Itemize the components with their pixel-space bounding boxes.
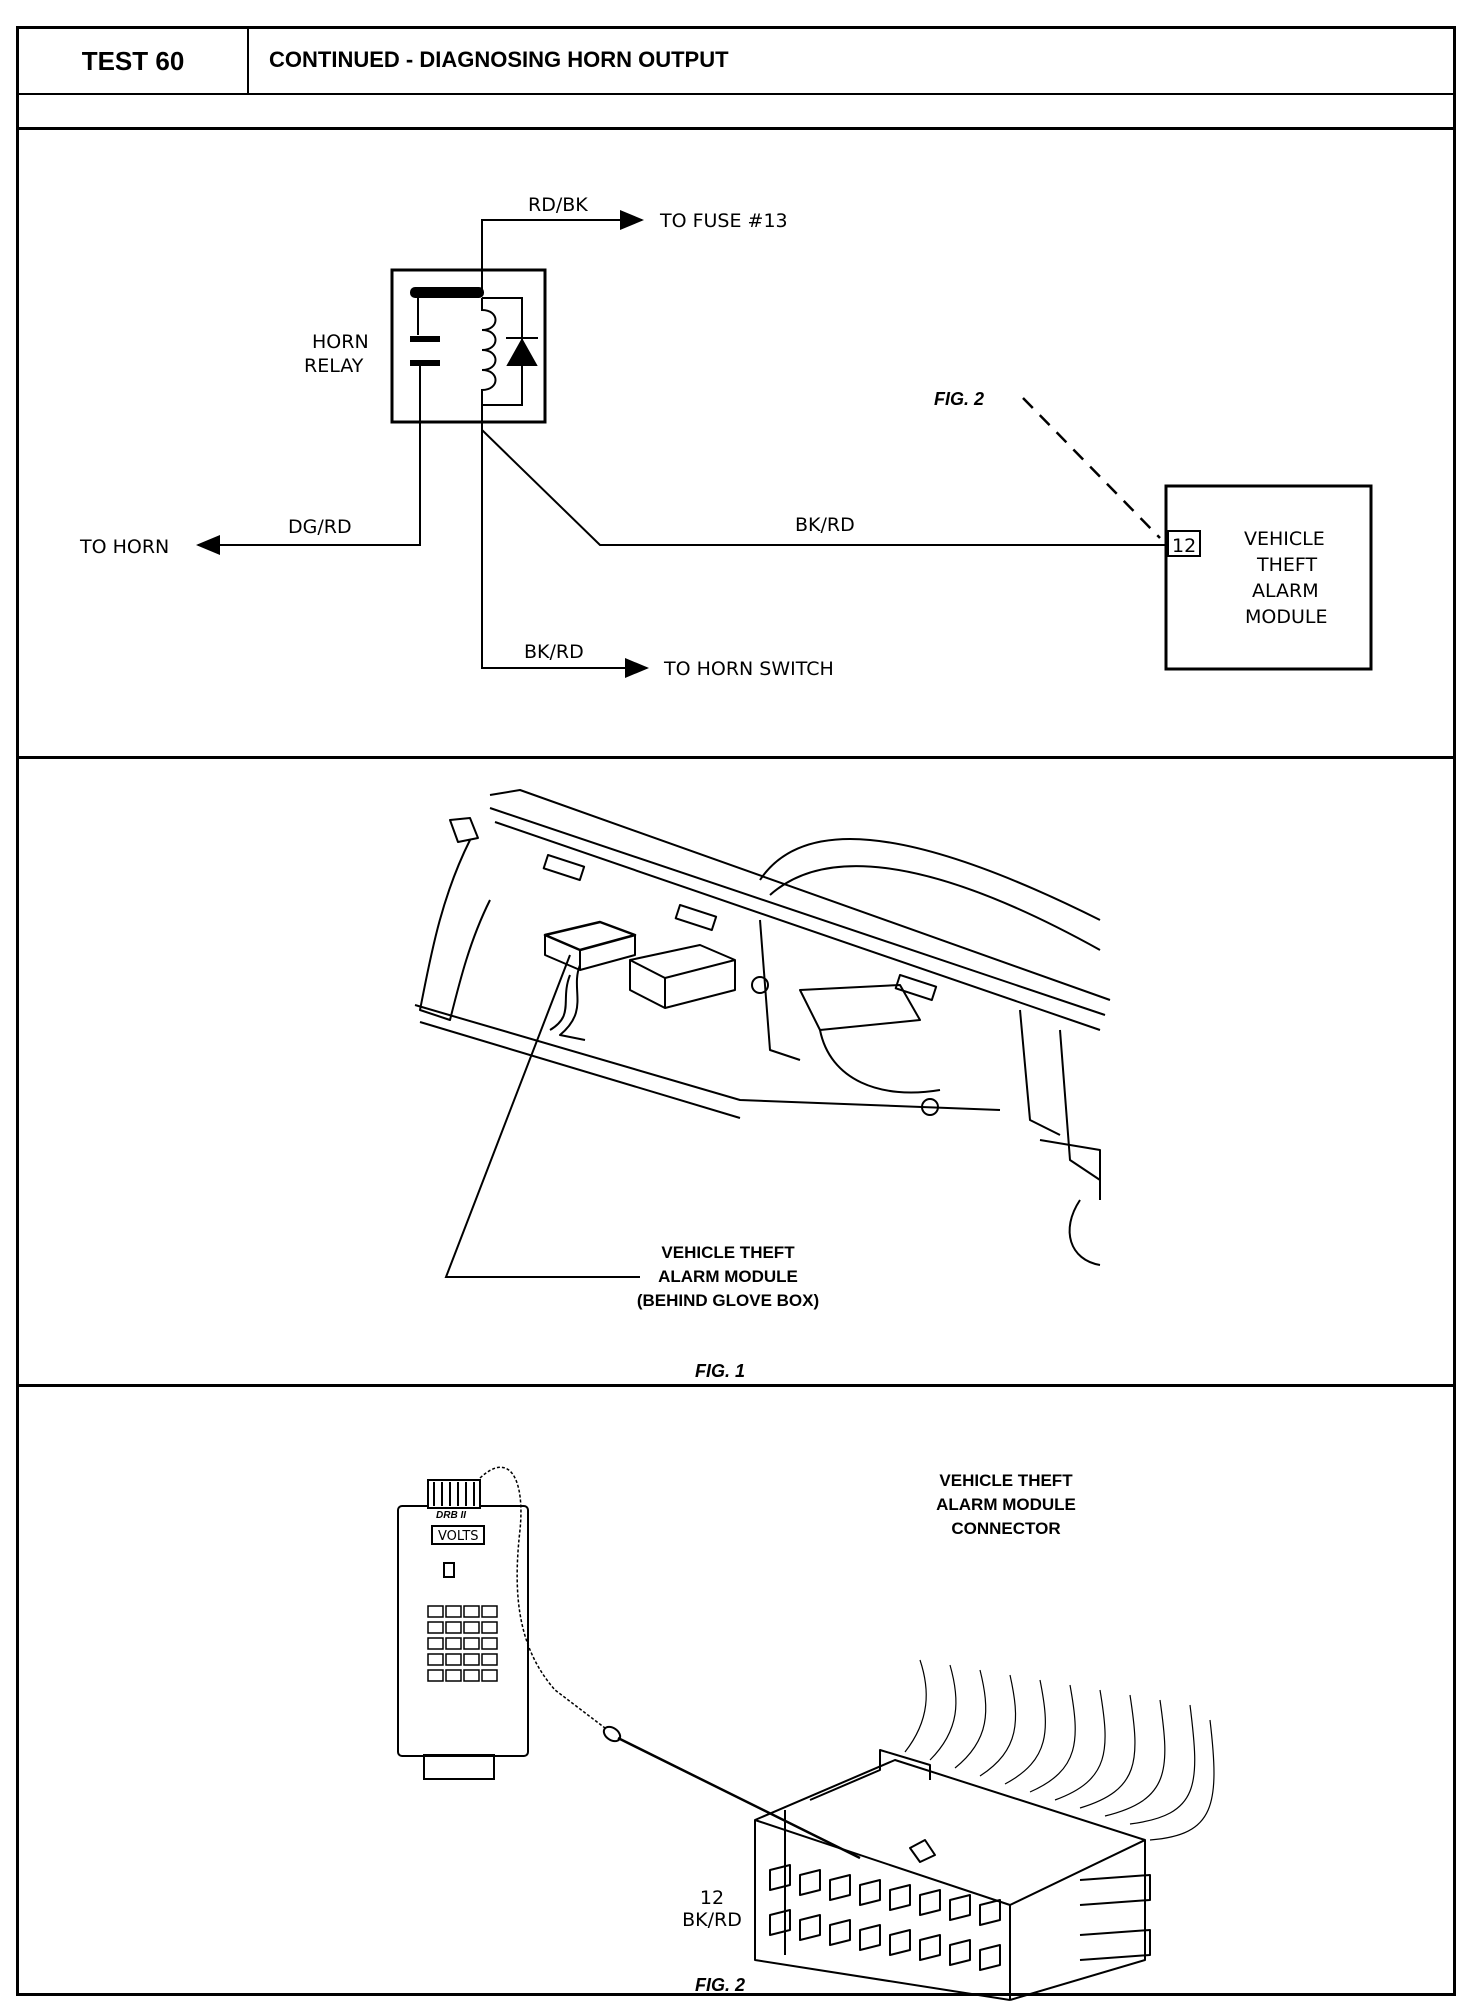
module-connector xyxy=(754,1749,1151,2001)
section-divider-2 xyxy=(19,1384,1453,1387)
callout-leader xyxy=(444,954,640,1278)
fig1-caption: FIG. 1 xyxy=(695,1361,745,1381)
probe-wire xyxy=(617,1736,861,1860)
module-label-line2: THEFT xyxy=(1256,554,1317,576)
drb-tester xyxy=(397,1479,529,1780)
test-number: TEST 60 xyxy=(19,29,249,93)
fig1-callout-line1: VEHICLE THEFT xyxy=(661,1243,795,1262)
to-horn-switch-label: TO HORN SWITCH xyxy=(663,658,834,680)
section-divider-1 xyxy=(19,756,1453,759)
theft-alarm-module-box xyxy=(1164,484,1373,671)
dashboard-illustration xyxy=(414,789,1111,1266)
connector-title-line2: ALARM MODULE xyxy=(936,1495,1076,1514)
relay-label-line2: RELAY xyxy=(304,355,364,377)
module-label-line1: VEHICLE xyxy=(1244,528,1325,550)
probe-lead xyxy=(479,1466,606,1729)
connector-wire-bundle xyxy=(904,1659,1215,1841)
wire-label-dg-rd: DG/RD xyxy=(288,516,352,538)
wire-label-bk-rd-module: BK/RD xyxy=(795,514,855,536)
relay-label-line1: HORN xyxy=(312,331,369,353)
wire-label-rd-bk: RD/BK xyxy=(528,194,588,216)
to-fuse-label: TO FUSE #13 xyxy=(659,210,788,232)
page-frame: TEST 60 CONTINUED - DIAGNOSING HORN OUTP… xyxy=(16,26,1456,1996)
test-header: TEST 60 CONTINUED - DIAGNOSING HORN OUTP… xyxy=(19,29,1453,95)
fig2-caption: FIG. 2 xyxy=(695,1975,745,1995)
module-label-line3: ALARM xyxy=(1252,580,1319,602)
to-horn-label: TO HORN xyxy=(79,536,169,558)
tester-display-label: VOLTS xyxy=(438,1529,479,1544)
pin-12-label: 12 xyxy=(1172,535,1196,557)
test-title: CONTINUED - DIAGNOSING HORN OUTPUT xyxy=(269,47,729,72)
tester-display xyxy=(431,1525,485,1545)
fig1-callout-line2: ALARM MODULE xyxy=(658,1267,798,1286)
wire-label-bk-rd-switch: BK/RD xyxy=(524,641,584,663)
fig2-pin-label: 12 xyxy=(700,1887,724,1909)
pin-12-box xyxy=(1167,530,1201,557)
module-label-line4: MODULE xyxy=(1245,606,1327,628)
fig2-wire-label: BK/RD xyxy=(682,1909,742,1931)
tester-brand: DRB II xyxy=(436,1510,466,1521)
header-divider xyxy=(19,127,1453,130)
horn-relay-box xyxy=(390,268,547,424)
connector-title-line3: CONNECTOR xyxy=(951,1519,1060,1538)
fig2-reference: FIG. 2 xyxy=(934,389,984,409)
fig1-callout-line3: (BEHIND GLOVE BOX) xyxy=(637,1291,819,1310)
tester-keypad xyxy=(427,1605,498,1682)
connector-title-line1: VEHICLE THEFT xyxy=(939,1471,1073,1490)
horn-relay-schematic xyxy=(196,210,1373,678)
